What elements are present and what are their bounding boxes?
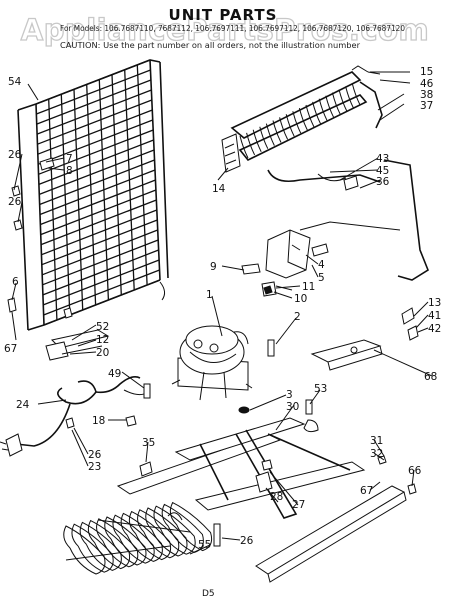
callout-2: 2 — [294, 311, 301, 323]
callout-38: 38 — [420, 89, 433, 101]
power-cord-illustration — [0, 376, 149, 457]
callout-labels: 54 7 8 26 26 6 67 15 46 38 37 43 45 36 1… — [4, 66, 441, 599]
callout-53: 53 — [314, 383, 327, 395]
callout-30: 30 — [286, 401, 299, 413]
drain-coil-illustration — [63, 501, 213, 575]
callout-4: 4 — [318, 259, 325, 271]
mounting-plate-illustration — [310, 339, 383, 371]
callout-55: 55 — [198, 539, 211, 551]
callout-9: 9 — [210, 261, 217, 273]
callout-52: 52 — [96, 321, 109, 333]
callout-41: 41 — [428, 310, 441, 322]
callout-49: 49 — [108, 368, 121, 380]
fasteners-illustration — [7, 157, 419, 547]
callout-54: 54 — [8, 76, 22, 88]
callout-46: 46 — [420, 78, 434, 90]
callout-7: 7 — [66, 153, 73, 165]
callout-45: 45 — [376, 165, 389, 177]
callout-5: 5 — [318, 272, 325, 284]
callout-18: 18 — [92, 415, 105, 427]
base-frame-illustration — [116, 417, 407, 583]
callout-26: 26 — [88, 449, 102, 461]
callout-24: 24 — [16, 399, 30, 411]
callout-15: 15 — [420, 66, 433, 78]
compressor-illustration — [171, 325, 253, 401]
callout-67: 67 — [360, 485, 373, 497]
footer-code: D5 — [202, 589, 215, 599]
callout-32: 32 — [370, 448, 383, 460]
callout-6: 6 — [12, 276, 19, 288]
callout-12: 12 — [96, 334, 109, 346]
callout-26: 26 — [8, 149, 22, 161]
callout-13: 13 — [428, 297, 441, 309]
models-line: For Models: 106.7687110, 7687112, 106.76… — [60, 24, 405, 33]
condenser-illustration — [17, 59, 169, 331]
relay-illustration — [241, 229, 329, 297]
caution-line: CAUTION: Use the part number on all orde… — [60, 41, 361, 50]
callout-43: 43 — [376, 153, 389, 165]
callout-37: 37 — [420, 100, 433, 112]
callout-31: 31 — [370, 435, 383, 447]
watermark: AppliancePartsPros.com — [21, 13, 429, 47]
callout-1: 1 — [206, 289, 213, 301]
callout-67: 67 — [4, 343, 17, 355]
page-title: UNIT PARTS — [169, 6, 278, 24]
callout-3: 3 — [286, 389, 293, 401]
callout-27: 27 — [292, 499, 305, 511]
callout-8: 8 — [66, 165, 73, 177]
callout-35: 35 — [142, 437, 155, 449]
callout-28: 28 — [270, 491, 283, 503]
evaporator-illustration — [221, 65, 429, 281]
callout-66: 66 — [408, 465, 422, 477]
callout-10: 10 — [294, 293, 307, 305]
callout-23: 23 — [88, 461, 101, 473]
callout-14: 14 — [212, 183, 226, 195]
callout-26: 26 — [240, 535, 254, 547]
callout-36: 36 — [376, 176, 390, 188]
callout-42: 42 — [428, 323, 441, 335]
callout-11: 11 — [302, 281, 315, 293]
callout-20: 20 — [96, 347, 109, 359]
callout-26: 26 — [8, 196, 22, 208]
leader-lines — [11, 71, 433, 555]
callout-68: 68 — [424, 371, 437, 383]
